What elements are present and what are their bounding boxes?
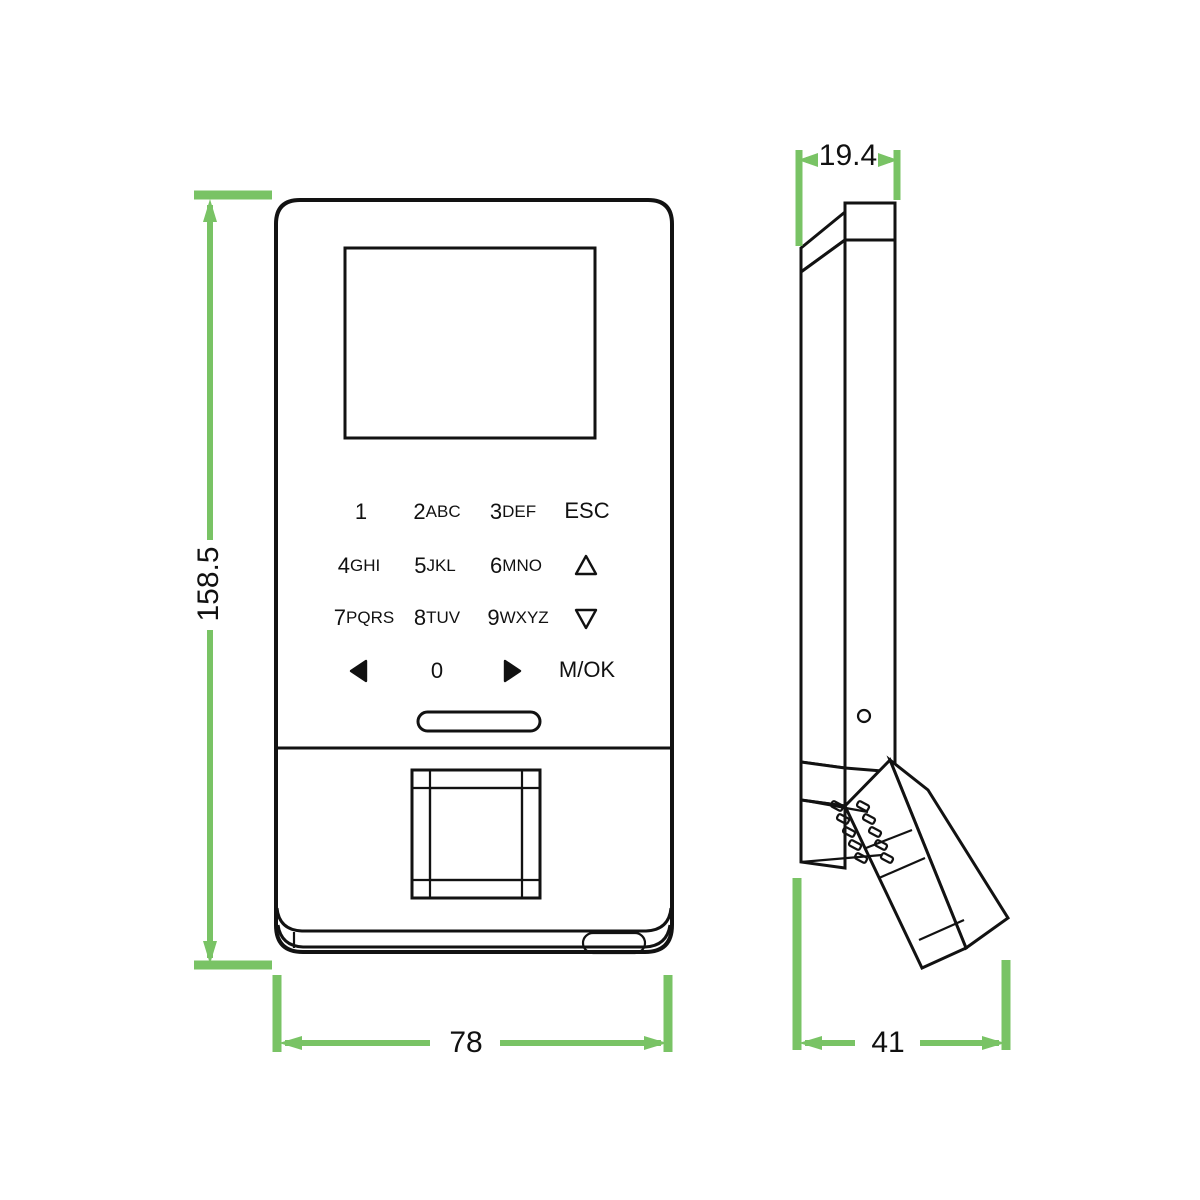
key-4[interactable]: 4GHI (338, 553, 380, 578)
front-dimensions: 158.5 78 (192, 190, 673, 1059)
key-2[interactable]: 2ABC (413, 499, 460, 524)
key-down[interactable] (574, 608, 598, 630)
fingerprint-sensor (410, 768, 542, 900)
dim-label-depth-top: 19.4 (819, 139, 877, 172)
dim-depth-base-arrowhead-left (799, 1036, 822, 1050)
bracket-joint-mid (878, 856, 926, 880)
dim-label-depth-base: 41 (871, 1026, 904, 1059)
key-5[interactable]: 5JKL (414, 553, 456, 578)
dim-label-width: 78 (449, 1026, 482, 1059)
dim-depth-base-arrowhead-right (982, 1036, 1005, 1050)
key-left[interactable] (349, 659, 368, 683)
key-up[interactable] (574, 554, 598, 576)
triangle-down-icon (574, 608, 598, 630)
device-body-outline (274, 198, 674, 954)
key-6[interactable]: 6MNO (490, 553, 542, 578)
front-view: 1 2ABC 3DEF ESC 4GHI 5JKL 6MNO 7PQRS 8TU… (274, 198, 674, 955)
display-screen (343, 246, 597, 440)
side-main-body (843, 238, 897, 774)
triangle-left-icon (349, 659, 368, 683)
key-1[interactable]: 1 (355, 499, 367, 524)
keypad: 1 2ABC 3DEF ESC 4GHI 5JKL 6MNO 7PQRS 8TU… (334, 498, 616, 683)
speaker-slot (416, 710, 542, 733)
side-top-cap (843, 201, 897, 242)
key-8[interactable]: 8TUV (414, 605, 461, 630)
key-7[interactable]: 7PQRS (334, 605, 394, 630)
triangle-right-icon (503, 659, 522, 683)
mounting-bracket-inner-arm (843, 757, 968, 970)
key-right[interactable] (503, 659, 522, 683)
vent-slots (829, 800, 895, 864)
dim-depth-top-arrowhead-right (878, 153, 898, 167)
key-0[interactable]: 0 (431, 658, 443, 683)
bracket-joint-lower (918, 918, 965, 942)
key-esc[interactable]: ESC (564, 498, 609, 523)
key-9[interactable]: 9WXYZ (487, 605, 548, 630)
dim-depth-top-arrowhead-left (798, 153, 818, 167)
base-block-edge-upper (800, 798, 869, 814)
bottom-bevel-upper (275, 907, 673, 933)
side-dimensions: 19.4 41 (792, 139, 1011, 1059)
bottom-bevel-lower (276, 924, 672, 949)
dim-height-arrowhead-top (203, 199, 217, 222)
screw-hole (856, 708, 872, 724)
dim-width-arrowhead-left (279, 1036, 302, 1050)
key-mok[interactable]: M/OK (559, 657, 616, 682)
bracket-joint-upper (865, 828, 913, 850)
side-view (799, 201, 1011, 970)
base-block-edge-lower (800, 853, 883, 864)
side-front-plate (799, 237, 847, 770)
dim-label-height: 158.5 (192, 546, 225, 621)
dim-width-arrowhead-right (644, 1036, 667, 1050)
dim-height-arrowhead-bottom (203, 941, 217, 964)
bottom-port (581, 931, 647, 955)
key-3[interactable]: 3DEF (490, 499, 536, 524)
triangle-up-icon (574, 554, 598, 576)
